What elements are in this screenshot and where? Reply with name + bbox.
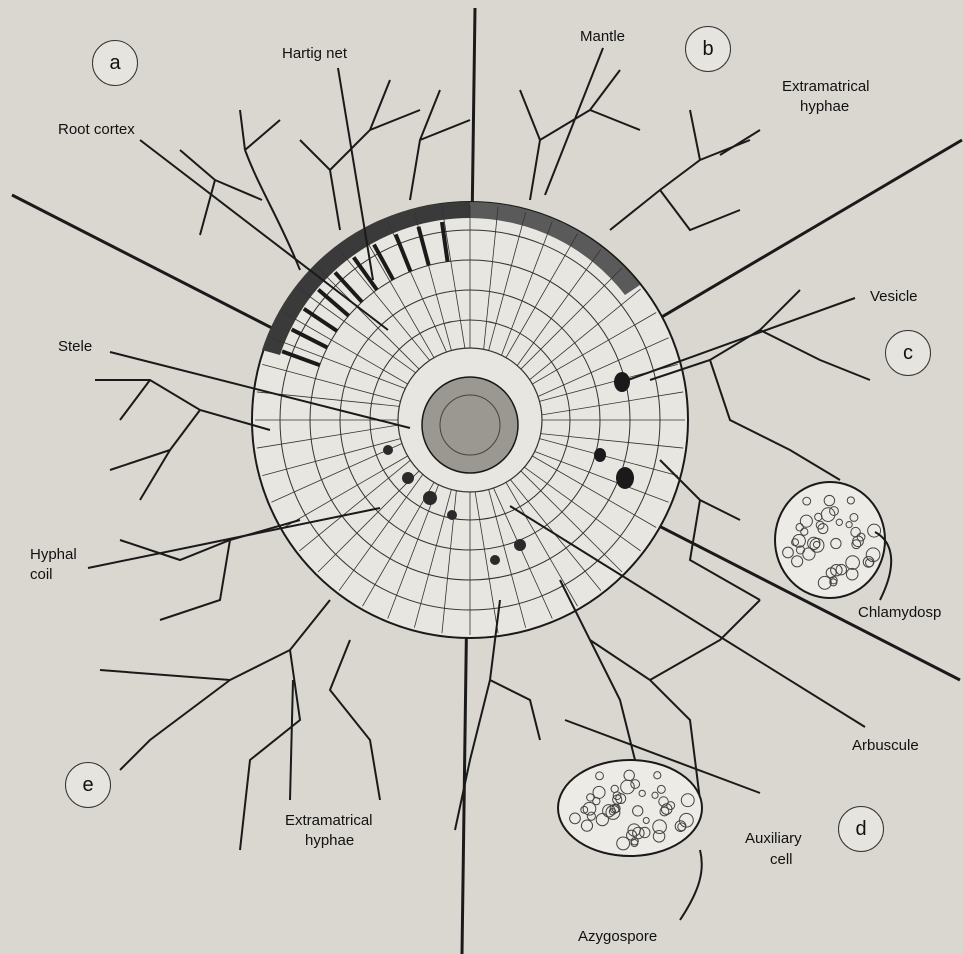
label-chlamydospore: Chlamydosp	[858, 604, 941, 622]
panel-d-text: d	[855, 818, 866, 841]
label-azygospore: Azygospore	[578, 928, 657, 946]
panel-e-text: e	[82, 774, 93, 797]
panel-b-text: b	[702, 38, 713, 61]
label-extramatrical-top-2: hyphae	[800, 98, 849, 116]
azygospore-body	[558, 760, 702, 856]
label-hyphal-coil-2: coil	[30, 566, 53, 584]
label-extramatrical-bottom-2: hyphae	[305, 832, 354, 850]
label-auxiliary-cell-1: Auxiliary	[745, 830, 802, 848]
leader-root-cortex	[140, 140, 388, 330]
panel-label-a: a	[92, 40, 138, 86]
label-hartig-net: Hartig net	[282, 45, 347, 63]
leader-azygospore	[680, 850, 702, 920]
label-auxiliary-cell-2: cell	[770, 851, 793, 869]
root-cross-section	[252, 202, 688, 638]
panel-label-e: e	[65, 762, 111, 808]
label-extramatrical-bottom-1: Extramatrical	[285, 812, 373, 830]
label-extramatrical-top-1: Extramatrical	[782, 78, 870, 96]
label-stele: Stele	[58, 338, 92, 356]
leader-extramatrical-bottom	[290, 680, 293, 800]
panel-label-d: d	[838, 806, 884, 852]
stele-core	[422, 377, 518, 473]
panel-c-text: c	[903, 342, 913, 365]
label-root-cortex: Root cortex	[58, 121, 135, 139]
label-arbuscule: Arbuscule	[852, 737, 919, 755]
panel-label-b: b	[685, 26, 731, 72]
leader-extramatrical-top	[720, 130, 760, 155]
label-vesicle: Vesicle	[870, 288, 918, 306]
panel-a-text: a	[109, 52, 120, 75]
leader-mantle	[545, 48, 603, 195]
label-mantle: Mantle	[580, 28, 625, 46]
panel-label-c: c	[885, 330, 931, 376]
label-hyphal-coil-1: Hyphal	[30, 546, 77, 564]
